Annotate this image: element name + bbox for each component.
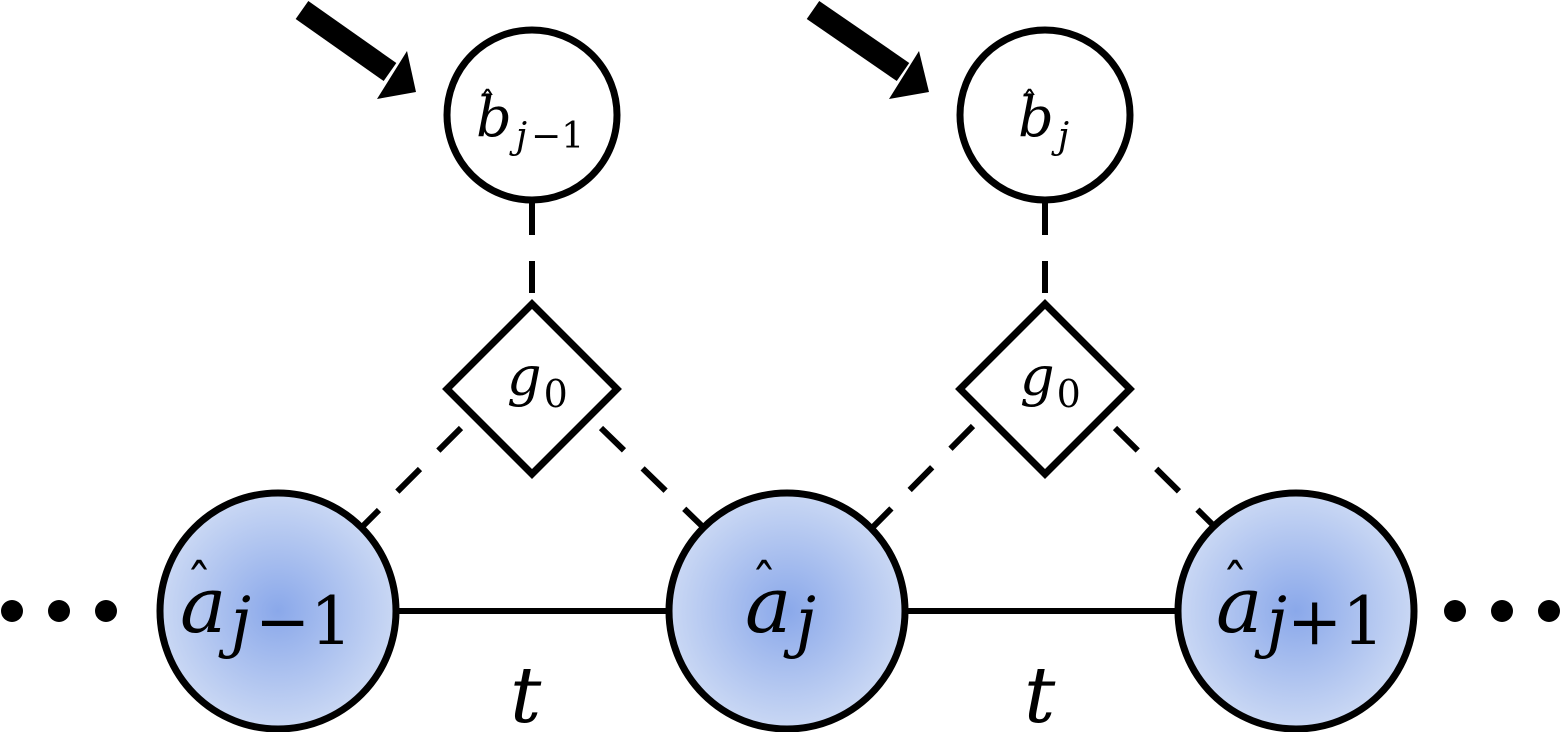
- a-node-2-label: aj: [745, 561, 816, 660]
- b-node-1-num: 1: [561, 116, 584, 157]
- b-node-1-hat: ˆ: [479, 85, 496, 125]
- coupler-1-sub: 0: [544, 372, 568, 416]
- a-node-1: [156, 489, 400, 732]
- coupler-1-base: g: [507, 345, 542, 408]
- a-node-3: [1174, 489, 1418, 732]
- a-node-1-op: −: [255, 583, 310, 660]
- right-continuation-dots: [1444, 600, 1560, 622]
- a-node-3-base: a: [1216, 561, 1263, 651]
- b-node-1-base: b: [476, 85, 512, 150]
- b-node-1-op: −: [531, 116, 561, 157]
- drive-arrow-2: [806, 0, 929, 99]
- a-node-1-num: 1: [310, 583, 352, 660]
- b-node-1: [443, 26, 621, 204]
- coupling-lines-left: [359, 203, 706, 530]
- coupler-1-label: g0: [507, 345, 568, 416]
- a-node-2-base: a: [745, 561, 792, 651]
- a-node-1-base: a: [180, 561, 227, 651]
- a-node-2: [665, 489, 909, 732]
- b-node-2-hat: ˆ: [1021, 85, 1038, 125]
- coupler-2-label: g0: [1020, 345, 1081, 416]
- coupler-2-base: g: [1020, 345, 1055, 408]
- left-continuation-dots: [1, 600, 117, 622]
- a-node-3-label: aj+1: [1216, 561, 1384, 660]
- coupler-diamond-2: [955, 299, 1135, 479]
- a-node-3-op: +: [1287, 583, 1342, 660]
- a-node-3-hat: ˆ: [1222, 555, 1248, 615]
- b-node-2-base: b: [1018, 85, 1054, 150]
- coupler-diamond-1: [442, 299, 622, 479]
- hopping-label-1: t: [510, 651, 542, 732]
- coupler-2-sub: 0: [1057, 372, 1081, 416]
- hopping-label-2: t: [1024, 651, 1056, 732]
- a-node-1-hat: ˆ: [186, 555, 212, 615]
- coupling-lines-right: [870, 203, 1218, 530]
- a-node-3-num: 1: [1342, 583, 1384, 660]
- a-node-2-hat: ˆ: [751, 555, 777, 615]
- a-node-1-label: aj−1: [180, 561, 352, 660]
- b-node-2: [956, 26, 1134, 204]
- drive-arrow-1: [295, 1, 416, 99]
